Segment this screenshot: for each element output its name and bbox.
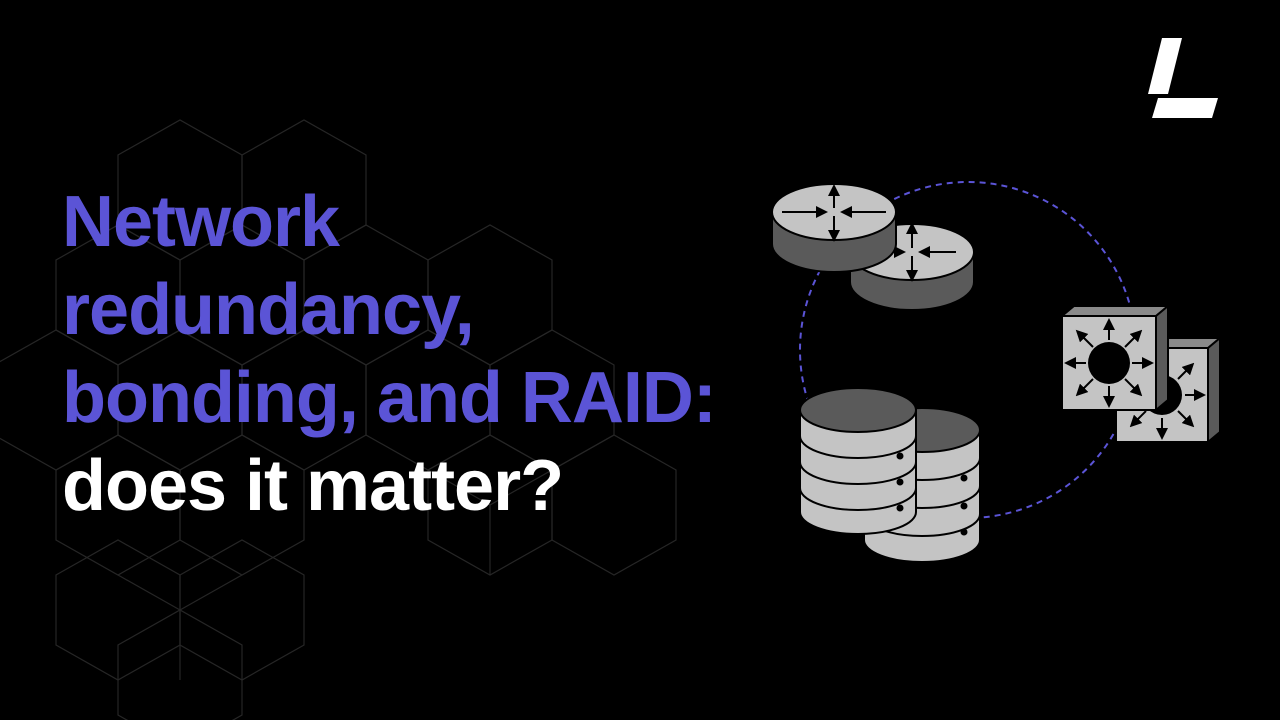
database-icon-front	[799, 387, 917, 535]
title-line-3: bonding, and RAID:	[62, 358, 717, 438]
title-line-4: does it matter?	[62, 446, 564, 526]
brand-logo-icon	[1148, 38, 1218, 118]
network-switch-icon-front	[1059, 303, 1171, 413]
title-line-1: Network	[62, 182, 340, 262]
title-line-2: redundancy,	[62, 270, 475, 350]
page-title: Network redundancy, bonding, and RAID: d…	[62, 178, 717, 530]
network-illustration	[771, 181, 1223, 563]
router-icon-front	[771, 183, 897, 273]
